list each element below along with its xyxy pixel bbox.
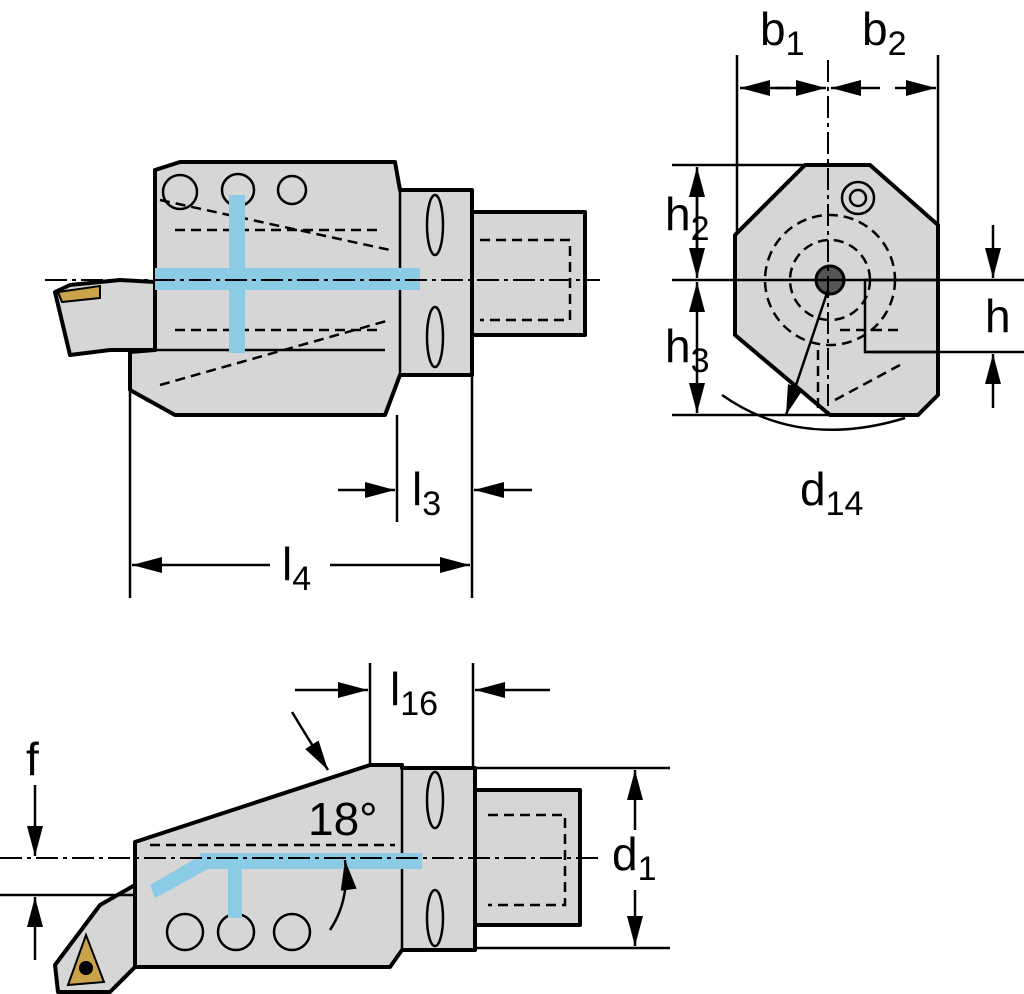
label-h: h	[985, 290, 1011, 342]
label-d14: d14	[800, 463, 863, 523]
label-d1: d1	[612, 828, 657, 888]
label-h2: h2	[665, 188, 710, 248]
top-view: f l16 18° d1	[0, 663, 670, 994]
label-h3: h3	[665, 320, 710, 380]
label-l4: l4	[282, 538, 311, 598]
label-l16: l16	[390, 663, 438, 723]
label-b2: b2	[862, 3, 907, 63]
side-view: l3 l4	[45, 160, 600, 598]
label-f: f	[26, 733, 39, 785]
cutting-insert	[56, 284, 101, 304]
coolant-channel	[155, 268, 420, 290]
label-angle: 18°	[308, 793, 378, 845]
label-l3: l3	[412, 463, 441, 523]
triangular-insert	[66, 932, 106, 987]
end-view: b1 b2 h2 h h3 d14	[665, 3, 1024, 523]
label-b1: b1	[760, 3, 805, 63]
shank	[470, 210, 587, 337]
